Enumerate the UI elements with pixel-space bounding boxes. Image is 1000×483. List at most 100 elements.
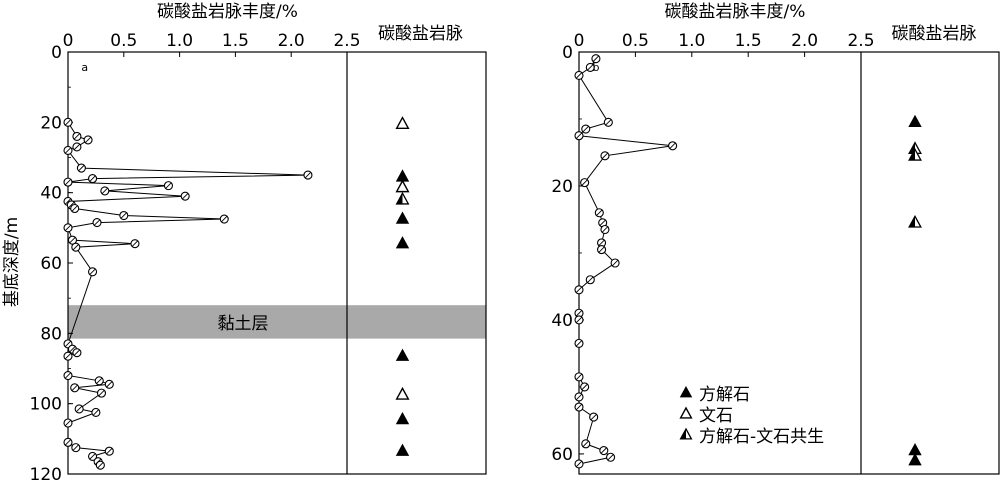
data-point <box>72 348 82 358</box>
legend-marker-aragonite <box>679 406 693 419</box>
data-point <box>74 404 84 414</box>
x-tick-label: 2.5 <box>847 31 874 51</box>
data-point <box>72 142 82 152</box>
panel-a-frame <box>67 51 487 475</box>
data-point <box>603 117 613 127</box>
data-point <box>610 258 620 268</box>
clay-layer-label: 黏土层 <box>218 314 269 334</box>
panel-b-letter: b <box>593 61 600 74</box>
x-tick-label: 0.5 <box>110 31 137 51</box>
x-tick-label: 1.0 <box>166 31 193 51</box>
data-point <box>70 203 80 214</box>
y-tick-label: 20 <box>40 113 62 133</box>
data-point <box>63 177 73 187</box>
vein-marker-aragonite <box>395 116 410 130</box>
data-point <box>71 443 81 453</box>
data-point <box>95 460 105 470</box>
x-tick-label: 2.0 <box>791 31 818 51</box>
clay-layer-band <box>68 305 486 339</box>
data-point <box>591 54 601 64</box>
y-tick-label: 60 <box>551 445 573 465</box>
data-point <box>574 392 584 402</box>
data-point <box>104 379 114 389</box>
legend-marker-mixed <box>679 427 693 440</box>
data-point <box>600 151 610 161</box>
data-point <box>88 174 98 184</box>
x-tick-label: 0 <box>63 31 74 51</box>
data-point <box>599 446 609 456</box>
y-tick-label: 100 <box>30 395 62 415</box>
data-point <box>91 407 101 418</box>
data-point <box>597 245 607 255</box>
data-point <box>94 376 104 386</box>
data-point <box>180 191 190 201</box>
data-point <box>88 267 98 277</box>
data-point <box>574 315 584 325</box>
x-tick-label: 1.0 <box>678 31 705 51</box>
data-point <box>119 210 129 221</box>
vein-marker-calcite <box>395 443 410 456</box>
vein-marker-calcite <box>908 114 922 128</box>
data-point <box>606 452 616 462</box>
vein-marker-calcite <box>395 236 410 249</box>
panel-b-points <box>574 54 678 469</box>
data-point <box>594 208 604 218</box>
vein-marker-calcite <box>395 211 410 224</box>
data-point <box>63 437 73 447</box>
data-point <box>585 275 595 285</box>
x-tick-label: 2.0 <box>278 31 305 51</box>
data-point <box>83 135 93 145</box>
data-point <box>63 351 73 361</box>
data-point <box>163 181 173 191</box>
x-tick-label: 0.5 <box>622 31 649 51</box>
vein-marker-mixed <box>395 191 410 205</box>
panel-b-x-ticks: 0 0.5 1.0 1.5 2.0 2.5 <box>574 31 875 57</box>
data-point <box>71 242 81 252</box>
data-point <box>574 131 584 141</box>
data-point <box>88 451 98 461</box>
x-tick-label: 1.5 <box>222 31 249 51</box>
data-point <box>130 239 140 249</box>
data-point <box>76 163 86 173</box>
y-tick-label: 40 <box>40 184 62 204</box>
panel-a-letter: a <box>81 61 88 74</box>
vein-marker-calcite <box>908 453 922 466</box>
data-point <box>63 117 73 127</box>
legend-marker-calcite <box>679 385 693 398</box>
data-point <box>580 382 590 392</box>
panel-b-frame <box>578 51 1000 475</box>
data-point <box>574 402 584 412</box>
panel-a-points <box>63 117 313 470</box>
legend-label: 文石 <box>699 406 733 426</box>
legend-label: 方解石 <box>699 385 750 405</box>
data-point <box>574 285 584 295</box>
legend-label: 方解石-文石共生 <box>699 427 824 447</box>
data-point <box>219 214 229 224</box>
vein-marker-calcite <box>395 348 410 361</box>
data-point <box>581 124 591 134</box>
panel-b-series-line <box>577 58 673 465</box>
data-point <box>63 145 73 156</box>
x-tick-label: 0 <box>574 31 585 51</box>
data-point <box>100 186 110 196</box>
panel-a-right-column-label: 碳酸盐岩脉 <box>378 24 463 44</box>
panel-a-y-axis-label: 基底深度/m <box>2 217 22 307</box>
data-point <box>92 218 102 228</box>
data-point <box>580 178 590 188</box>
data-point <box>574 459 584 469</box>
x-tick-label: 1.5 <box>735 31 762 51</box>
data-point <box>104 446 114 456</box>
panel-b-vein-markers <box>908 114 922 466</box>
data-point <box>574 70 584 80</box>
panel-b-right-column-label: 碳酸盐岩脉 <box>892 24 977 44</box>
y-tick-label: 120 <box>30 465 62 483</box>
data-point <box>668 141 678 151</box>
vein-marker-mixed <box>908 214 922 228</box>
vein-marker-mixed <box>908 147 922 161</box>
y-tick-label: 0 <box>51 43 62 63</box>
panel-a-x-axis-label: 碳酸盐岩脉丰度/% <box>157 2 298 22</box>
